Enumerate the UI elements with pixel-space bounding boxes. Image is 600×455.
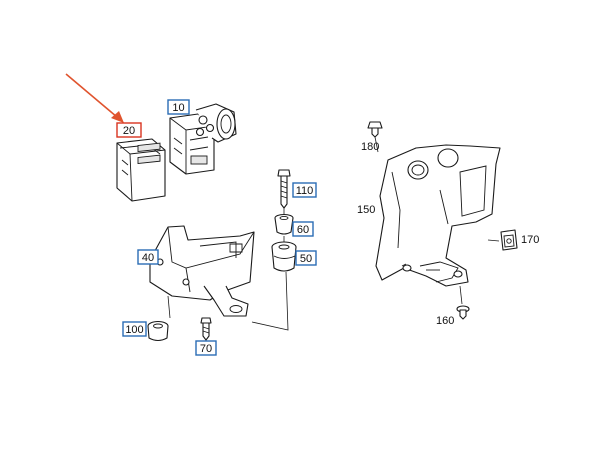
cover-panel-part[interactable] bbox=[375, 144, 501, 287]
callout-50: 50 bbox=[295, 250, 317, 266]
callout-100: 100 bbox=[122, 321, 147, 337]
grommet-part[interactable] bbox=[147, 320, 169, 342]
label-150: 150 bbox=[357, 204, 375, 216]
clip-nut-part[interactable] bbox=[500, 229, 518, 251]
callout-20-text: 20 bbox=[123, 125, 135, 137]
mounting-bracket-part[interactable] bbox=[149, 225, 255, 317]
screw-part-180[interactable] bbox=[367, 121, 383, 138]
callout-110-text: 110 bbox=[296, 185, 314, 197]
callout-70: 70 bbox=[195, 340, 217, 356]
pointer-arrow bbox=[65, 73, 124, 123]
hydraulic-unit-part[interactable] bbox=[169, 103, 237, 175]
callout-60: 60 bbox=[292, 221, 314, 237]
label-160: 160 bbox=[436, 315, 454, 327]
control-module-part[interactable] bbox=[116, 138, 166, 202]
callout-60-text: 60 bbox=[297, 224, 309, 236]
callout-110: 110 bbox=[292, 182, 317, 198]
long-bolt-part[interactable] bbox=[277, 169, 291, 209]
callout-40-text: 40 bbox=[142, 252, 154, 264]
short-bolt-part[interactable] bbox=[200, 317, 212, 341]
callout-20: 20 bbox=[116, 122, 142, 138]
bushing-part[interactable] bbox=[274, 213, 294, 235]
callout-100-text: 100 bbox=[125, 324, 143, 336]
callout-50-text: 50 bbox=[300, 253, 312, 265]
callout-40: 40 bbox=[137, 249, 159, 265]
label-180: 180 bbox=[361, 141, 379, 153]
callout-10-text: 10 bbox=[172, 102, 184, 114]
screw-part-160[interactable] bbox=[456, 305, 470, 320]
rubber-mount-part[interactable] bbox=[271, 241, 297, 272]
callout-70-text: 70 bbox=[200, 343, 212, 355]
label-170: 170 bbox=[521, 234, 539, 246]
callout-10: 10 bbox=[167, 99, 190, 115]
